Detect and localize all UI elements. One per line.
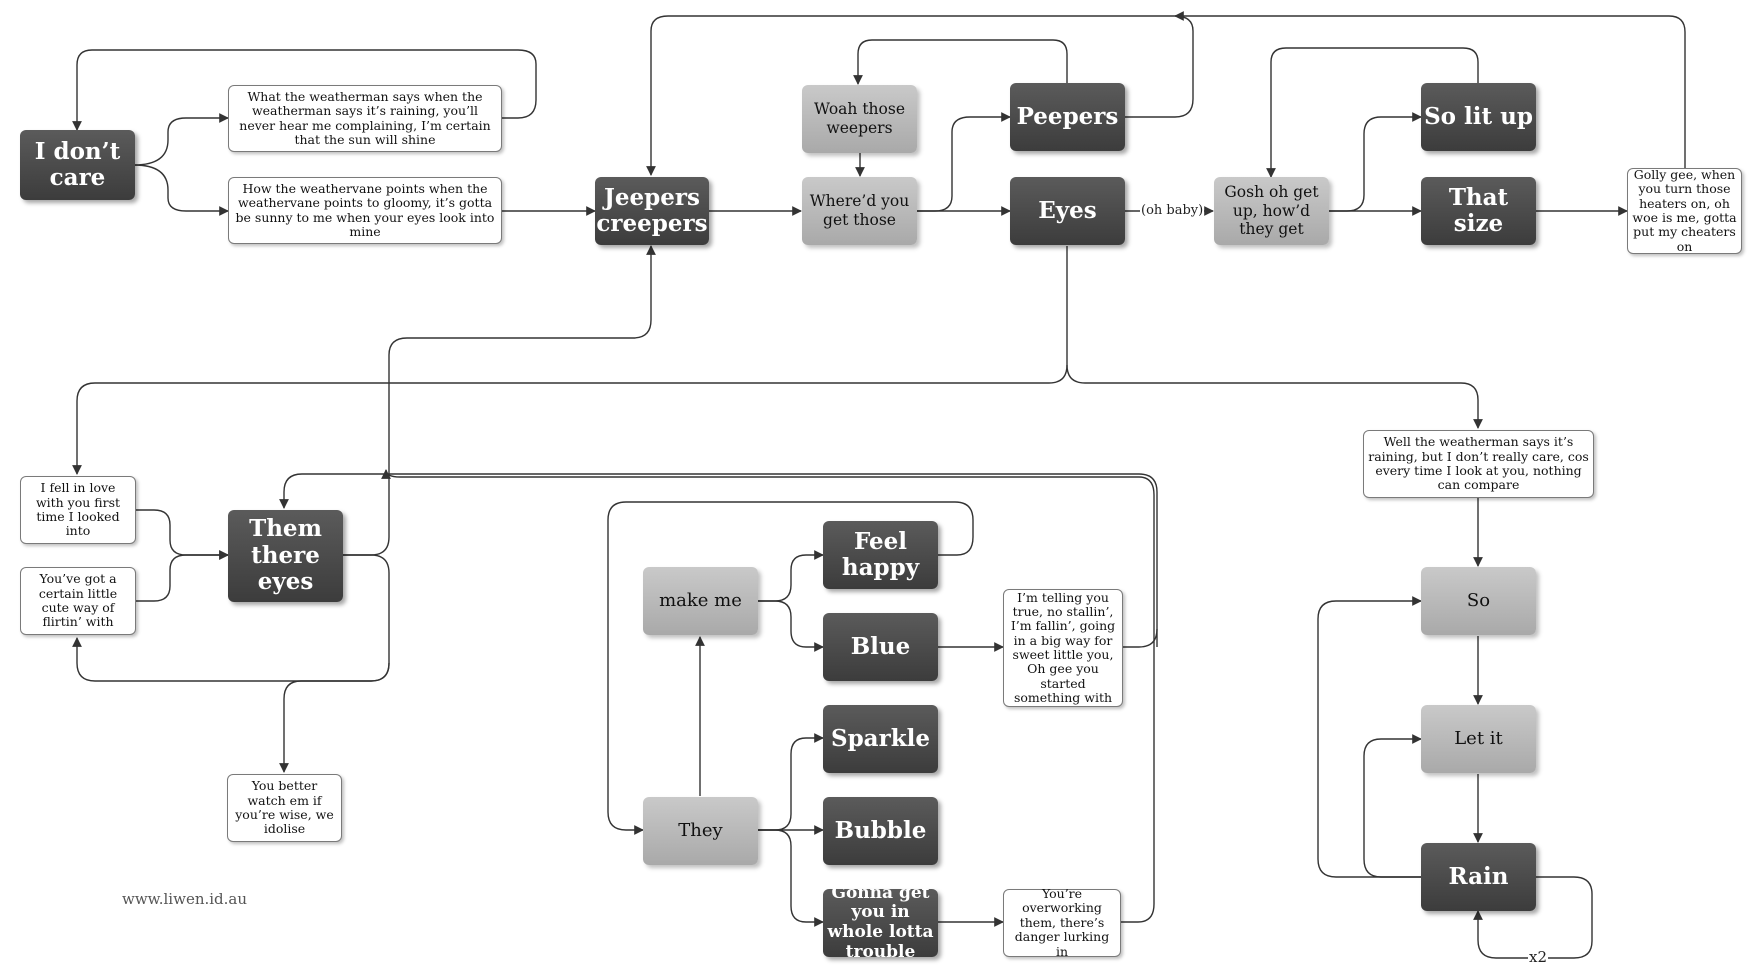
- edge-golly-jeepers: [1174, 11, 1686, 168]
- edge-makeme-blue: [757, 600, 824, 652]
- edge-back-themeyes: [279, 473, 1158, 647]
- edge-rain-so: [1317, 596, 1422, 878]
- edge-flirtin-themeyes: [136, 550, 229, 602]
- node-eyes: Eyes: [1010, 177, 1125, 245]
- node-they: They: [643, 797, 758, 865]
- edge-overworking-back: [381, 469, 1155, 923]
- note-golly-gee: Golly gee, when you turn those heaters o…: [1627, 167, 1742, 254]
- note-well-weatherman: Well the weatherman says it’s raining, b…: [1363, 430, 1594, 498]
- node-bubble: Bubble: [823, 797, 938, 865]
- edge-idontcare-weatherman: [133, 113, 229, 166]
- note-flirtin: You’ve got a certain little cute way of …: [20, 567, 136, 635]
- edge-idontcare-weathervane: [133, 164, 229, 216]
- edge-gosh-solitup: [1329, 112, 1422, 212]
- edge-solitup-gosh: [1266, 47, 1479, 178]
- node-let-it: Let it: [1421, 705, 1536, 773]
- node-gosh-oh-get-up: Gosh oh get up, how’d they get: [1214, 177, 1329, 245]
- node-rain: Rain: [1421, 843, 1536, 911]
- edge-peepers-woah: [853, 39, 1068, 85]
- note-weathervane: How the weathervane points when the weat…: [228, 177, 502, 244]
- label-x2: x2: [1528, 948, 1549, 966]
- edge-whered-peepers: [917, 112, 1011, 212]
- node-sparkle: Sparkle: [823, 705, 938, 773]
- edge-rain-self: [1473, 876, 1593, 959]
- note-weatherman: What the weatherman says when the weathe…: [228, 85, 502, 152]
- node-i-dont-care: I don’t care: [20, 130, 135, 200]
- note-overworking: You’re overworking them, there’s danger …: [1003, 886, 1121, 958]
- edge-makeme-feelhappy: [757, 550, 824, 602]
- node-that-size: That size: [1421, 177, 1536, 245]
- note-telling-you: I’m telling you true, no stallin’, I’m f…: [1003, 589, 1123, 707]
- node-feel-happy: Feel happy: [823, 521, 938, 589]
- label-oh-baby: (oh baby): [1140, 203, 1205, 218]
- node-so-lit-up: So lit up: [1421, 83, 1536, 151]
- node-so: So: [1421, 567, 1536, 635]
- edge-peepers-jeepers: [646, 15, 1194, 176]
- edge-themeyes-betterwatch: [279, 662, 390, 773]
- edge-eyes-felllove: [72, 246, 1068, 475]
- edge-felllove-themeyes: [136, 509, 229, 560]
- node-them-there-eyes: Them there eyes: [228, 510, 343, 602]
- note-fell-in-love: I fell in love with you first time I loo…: [20, 476, 136, 544]
- edge-rain-letit: [1363, 734, 1422, 878]
- edge-eyes-wellweatherman: [1066, 364, 1483, 429]
- edge-themeyes-jeepers: [343, 245, 656, 556]
- node-woah-those-weepers: Woah those weepers: [802, 85, 917, 153]
- edge-tellingyou-back: [1123, 628, 1158, 648]
- node-whered-you-get-those: Where’d you get those: [802, 177, 917, 245]
- edge-they-sparkle: [757, 733, 824, 831]
- edge-weatherman-loop: [72, 49, 537, 131]
- node-make-me: make me: [643, 567, 758, 635]
- node-gonna-get-you-in-trouble: Gonna get you in whole lotta trouble: [823, 883, 938, 961]
- node-jeepers-creepers: Jeepers creepers: [595, 177, 709, 245]
- site-credit: www.liwen.id.au: [122, 890, 248, 908]
- node-peepers: Peepers: [1010, 83, 1125, 151]
- edge-feelhappy-they: [607, 501, 974, 835]
- node-blue: Blue: [823, 613, 938, 681]
- edge-they-trouble: [757, 829, 824, 927]
- note-better-watch: You better watch em if you’re wise, we i…: [227, 774, 342, 842]
